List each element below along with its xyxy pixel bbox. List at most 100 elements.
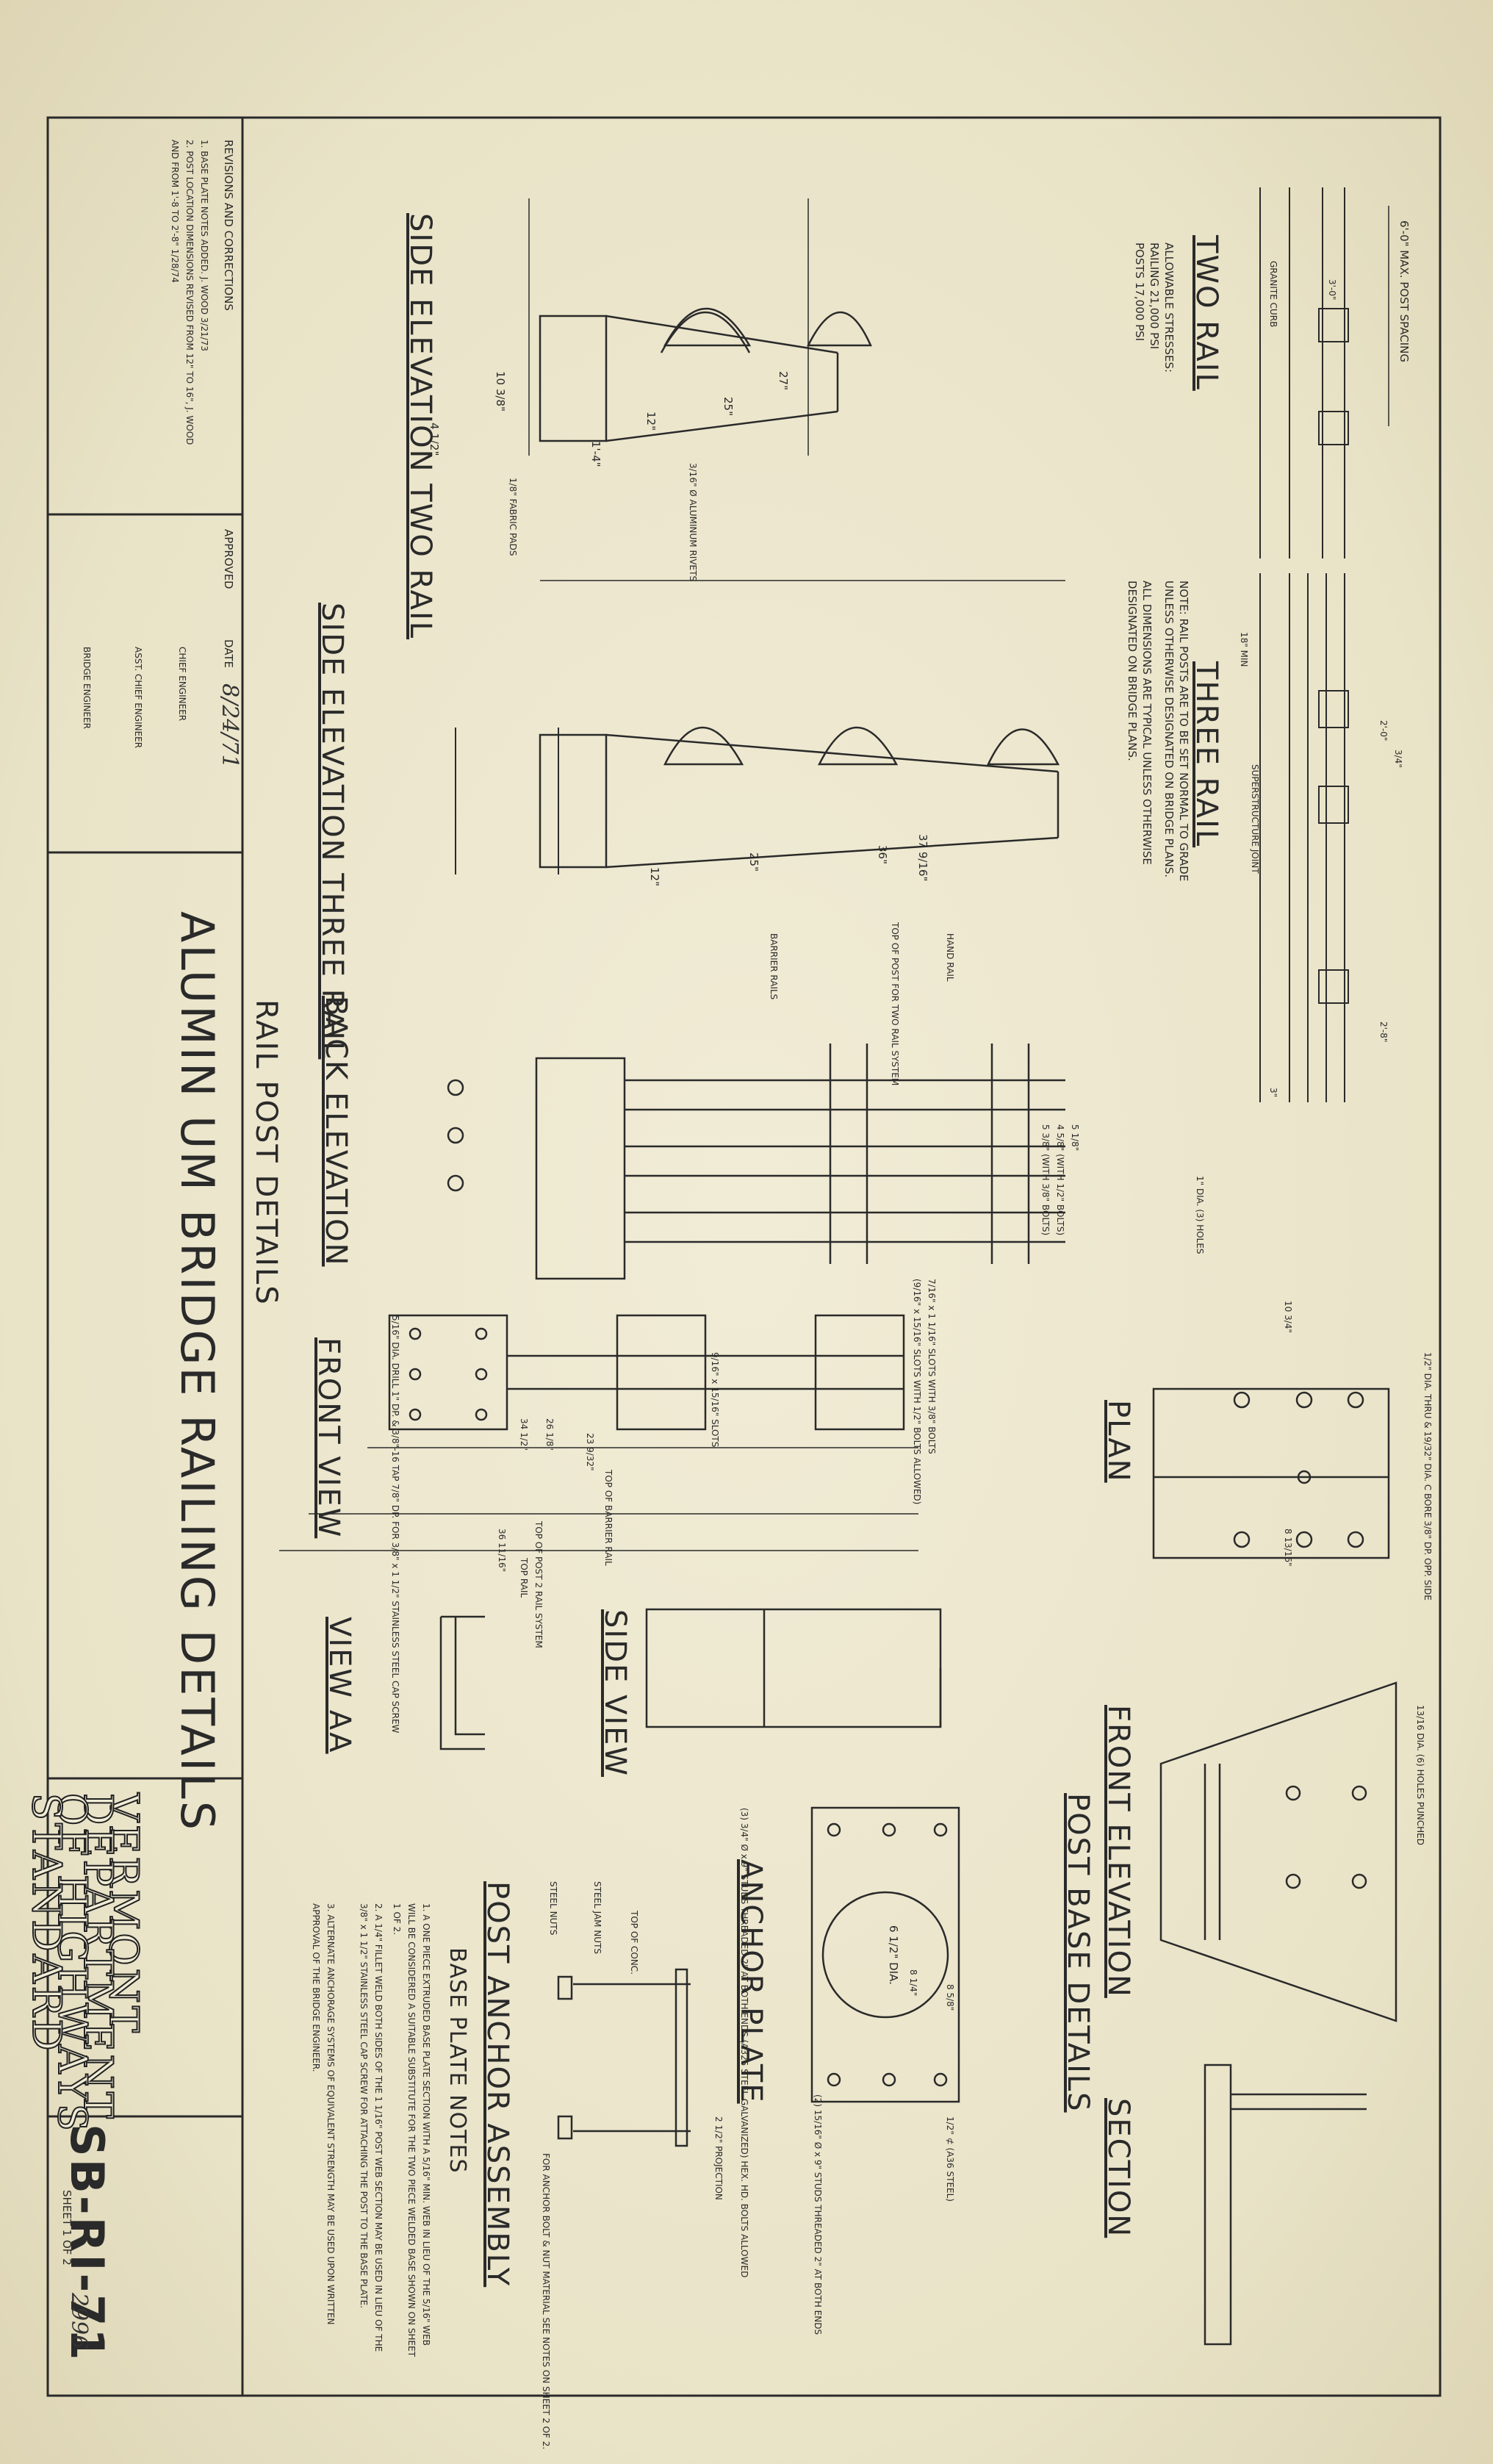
dim-12: 12" <box>644 412 658 431</box>
note-granite-curb: GRANITE CURB <box>1268 261 1278 328</box>
side-elevation-two-rail <box>528 198 839 920</box>
note-drill: 5/16" DIA. DRILL 1" DP. & 3/8"-16 TAP 7/… <box>390 1315 400 1734</box>
section-view <box>1204 2063 1367 2346</box>
block-title: RAIL POST DETAILS <box>249 999 283 1306</box>
note-superstructure-joint: SUPERSTRUCTURE JOINT <box>1250 764 1260 874</box>
dim-1-4: 1'-4" <box>589 441 602 467</box>
dim-3-4: 3/4" <box>1393 750 1403 768</box>
plan-title: PLAN <box>1101 1400 1135 1483</box>
note-slots-b: (9/16" x 15/16" SLOTS WITH 1/2" BOLTS AL… <box>912 1279 922 1505</box>
note-bore: 1/2" DIA. THRU & 19/32" DIA. C BORE 3/8"… <box>1422 1352 1433 1601</box>
side-view <box>645 1608 942 1728</box>
revision-item: 1. BASE PLATE NOTES ADDED. J. WOOD 3/21/… <box>199 140 209 352</box>
dim-2-0: 2'-0" <box>1378 720 1389 741</box>
note-barrier-rails: BARRIER RAILS <box>769 933 779 1000</box>
note-railing: RAILING 21,000 PSI <box>1148 243 1161 350</box>
revision-item: AND FROM 1'-8 TO 2'-8" 1/28/74 <box>170 140 180 283</box>
base-note-1: 1. A ONE PIECE EXTRUDED BASE PLATE SECTI… <box>392 1903 431 2357</box>
dim-8-58: 8 5/8" <box>945 1984 955 2011</box>
note-fabric-pads: 1/8" FABRIC PADS <box>508 478 518 556</box>
note-rail-1: NOTE: RAIL POSTS ARE TO BE SET NORMAL TO… <box>1177 581 1190 882</box>
side-view-title: SIDE VIEW <box>598 1609 632 1777</box>
note-rivets: 3/16" Ø ALUMINUM RIVETS <box>688 463 698 582</box>
note-projection: 2 1/2" PROJECTION <box>713 2116 724 2200</box>
note-slots-a: 7/16" x 1 1/16" SLOTS WITH 3/8" BOLTS <box>927 1279 937 1454</box>
dim-8-14: 8 1/4" <box>908 1969 918 1997</box>
view-aa-title: VIEW AA <box>323 1617 356 1754</box>
dim-5-18: 5 1/8" <box>1070 1124 1080 1152</box>
front-view <box>388 1314 905 1431</box>
side-elevation-three-title: SIDE ELEVATION THREE RAIL <box>315 603 349 1060</box>
base-notes-title: BASE PLATE NOTES <box>445 1947 470 2174</box>
front-elevation <box>1159 1681 1397 2022</box>
revision-item: 2. POST LOCATION DIMENSIONS REVISED FROM… <box>184 140 195 445</box>
dim-2-8: 2'-8" <box>1378 1021 1389 1043</box>
sheet-border <box>46 116 1442 2397</box>
dim-27: 27" <box>777 371 790 390</box>
dim-36-1116: 36 11/16" <box>497 1529 507 1573</box>
note-studs: (3) 3/4" Ø x 9" STUDS THREADED 2" AT BOT… <box>739 1808 749 2278</box>
approval-date: 8/24/71 <box>217 683 242 769</box>
revisions-heading: REVISIONS AND CORRECTIONS <box>222 140 235 311</box>
view-aa <box>439 1615 485 1750</box>
sheet-note: 2996 <box>66 2293 92 2349</box>
post-base-title: POST BASE DETAILS <box>1061 1793 1095 2113</box>
dept-line4: STANDARD <box>23 1792 71 2055</box>
note-top-rail: TOP RAIL <box>519 1558 529 1598</box>
dim-26: 26 1/8" <box>544 1418 555 1451</box>
dim-4-58: 4 5/8" (WITH 1/2" BOLTS) <box>1055 1124 1065 1236</box>
three-rail-plan <box>1259 573 1349 1102</box>
note-top-barrier: TOP OF BARRIER RAIL <box>603 1470 614 1566</box>
post-anchor-assembly <box>557 1968 691 2147</box>
note-steel-nuts: STEEL NUTS <box>548 1881 558 1936</box>
note-holes-813: 13/16 DIA. (6) HOLES PUNCHED <box>1415 1705 1425 1846</box>
dim-12b: 12" <box>648 867 661 886</box>
main-title: ALUMIN UM BRIDGE RAILING DETAILS <box>170 911 224 1833</box>
dim-18-min: 18" MIN <box>1239 632 1249 667</box>
chief-engineer-label: CHIEF ENGINEER <box>177 647 187 722</box>
note-top-conc: TOP OF CONC. <box>629 1911 639 1975</box>
two-rail-plan <box>1259 187 1389 558</box>
front-elevation-title: FRONT ELEVATION <box>1101 1705 1135 1998</box>
dim-3-0: 3'-0" <box>1327 279 1337 301</box>
note-rail-2: UNLESS OTHERWISE DESIGNATED ON BRIDGE PL… <box>1162 581 1176 878</box>
two-rail-title: TWO RAIL <box>1190 235 1223 391</box>
note-rail-4: DESIGNATED ON BRIDGE PLANS. <box>1126 581 1139 761</box>
note-post-spacing: 6'-0" MAX. POST SPACING <box>1397 220 1411 362</box>
dim-5-38: 5 3/8" (WITH 3/8" BOLTS) <box>1040 1124 1051 1236</box>
note-studs2: (2) 15/16" Ø x 9" STUDS THREADED 2" AT B… <box>813 2094 823 2335</box>
back-elevation-title: BACK ELEVATION <box>319 996 353 1267</box>
base-note-2: 2. A 1/4" FILLET WELD BOTH SIDES OF THE … <box>359 1903 384 2352</box>
dim-8-1316: 8 13/16" <box>1283 1529 1293 1567</box>
note-stresses: ALLOWABLE STRESSES: <box>1162 243 1176 373</box>
bridge-engineer-label: BRIDGE ENGINEER <box>82 647 92 729</box>
note-top-of-post: TOP OF POST FOR TWO RAIL SYSTEM <box>890 922 900 1086</box>
dim-4-12: 4 1/2" <box>428 423 441 456</box>
note-anchor-bolt: FOR ANCHOR BOLT & NUT MATERIAL SEE NOTES… <box>541 2153 551 2450</box>
dim-36: 36" <box>876 845 889 864</box>
note-holes-1in: 1" DIA. (3) HOLES <box>1195 1176 1205 1254</box>
note-top-post2: TOP OF POST 2 RAIL SYSTEM <box>533 1521 544 1648</box>
note-jam-nuts: STEEL JAM NUTS <box>592 1881 602 1955</box>
dim-10-34: 10 3/4" <box>1283 1301 1293 1333</box>
sheet-of: SHEET 1 OF 2 <box>60 2190 73 2266</box>
note-hand-rail: HAND RAIL <box>945 933 955 982</box>
dim-23: 23 9/32" <box>585 1433 595 1471</box>
dim-10-38: 10 3/8" <box>494 371 507 412</box>
side-elevation-three-rail <box>455 580 1065 874</box>
dim-34: 34 1/2" <box>519 1418 529 1451</box>
post-anchor-title: POST ANCHOR ASSEMBLY <box>481 1881 514 2288</box>
note-a36: 1/2" ⊄ (A36 STEEL) <box>945 2116 955 2202</box>
note-posts: POSTS 17,000 PSI <box>1133 243 1146 342</box>
dim-37: 37 9/16" <box>916 834 929 882</box>
dim-6-12: 6 1/2" DIA. <box>887 1925 900 1985</box>
anchor-plate <box>810 1806 960 2103</box>
dim-25: 25" <box>722 397 735 416</box>
note-rail-3: ALL DIMENSIONS ARE TYPICAL UNLESS OTHERW… <box>1140 581 1154 865</box>
base-note-3: 3. ALTERNATE ANCHORAGE SYSTEMS OF EQUIVA… <box>311 1903 336 2325</box>
approved-label: APPROVED <box>222 529 235 589</box>
dim-3: 3" <box>1268 1088 1278 1098</box>
note-slots-c: 9/16" x 15/16" SLOTS <box>710 1352 720 1448</box>
